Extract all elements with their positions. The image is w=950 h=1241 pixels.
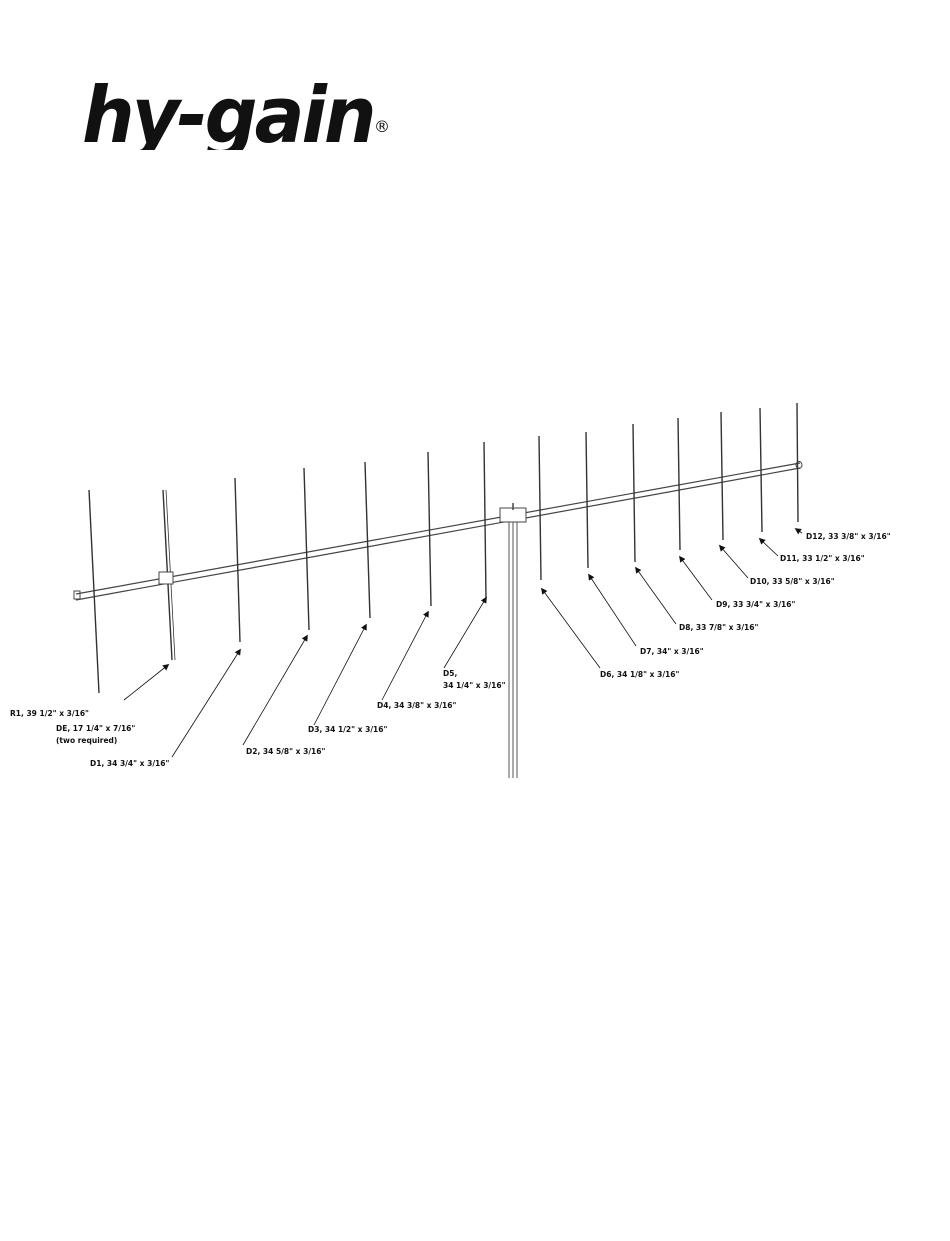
label-d7: D7, 34" x 3/16" <box>640 647 704 656</box>
element-d9 <box>677 417 681 551</box>
leader-arrows <box>123 528 803 758</box>
label-d12: D12, 33 3/8" x 3/16" <box>806 532 891 541</box>
label-d5-line2: 34 1/4" x 3/16" <box>443 681 506 690</box>
element-d4 <box>427 451 432 607</box>
labels: R1, 39 1/2" x 3/16" DE, 17 1/4" x 7/16" … <box>10 532 891 768</box>
elements <box>88 402 799 694</box>
element-d10 <box>720 411 724 541</box>
mast <box>499 503 527 778</box>
label-d4: D4, 34 3/8" x 3/16" <box>377 701 456 710</box>
element-d1 <box>234 477 241 643</box>
label-d10: D10, 33 5/8" x 3/16" <box>750 577 835 586</box>
element-d8 <box>632 423 636 563</box>
label-de: DE, 17 1/4" x 7/16" <box>56 724 135 733</box>
logo-wordmark: hy-gain <box>82 70 374 150</box>
element-d5 <box>483 441 487 599</box>
antenna-boom <box>73 461 803 601</box>
element-r1 <box>88 489 100 694</box>
element-d6 <box>538 435 542 581</box>
element-d7 <box>585 431 589 569</box>
label-de-note: (two required) <box>56 736 117 745</box>
label-d2: D2, 34 5/8" x 3/16" <box>246 747 325 756</box>
element-d11 <box>759 407 763 533</box>
label-d11: D11, 33 1/2" x 3/16" <box>780 554 865 563</box>
element-d2 <box>303 467 310 631</box>
label-d3: D3, 34 1/2" x 3/16" <box>308 725 387 734</box>
element-d3 <box>364 461 371 619</box>
label-d5-line1: D5, <box>443 669 457 678</box>
label-d1: D1, 34 3/4" x 3/16" <box>90 759 169 768</box>
registered-mark: ® <box>374 117 390 136</box>
label-d9: D9, 33 3/4" x 3/16" <box>716 600 795 609</box>
element-d12 <box>796 402 799 523</box>
label-d8: D8, 33 7/8" x 3/16" <box>679 623 758 632</box>
hy-gain-logo: hy-gain ® <box>82 70 390 150</box>
label-r1: R1, 39 1/2" x 3/16" <box>10 709 89 718</box>
label-d6: D6, 34 1/8" x 3/16" <box>600 670 679 679</box>
